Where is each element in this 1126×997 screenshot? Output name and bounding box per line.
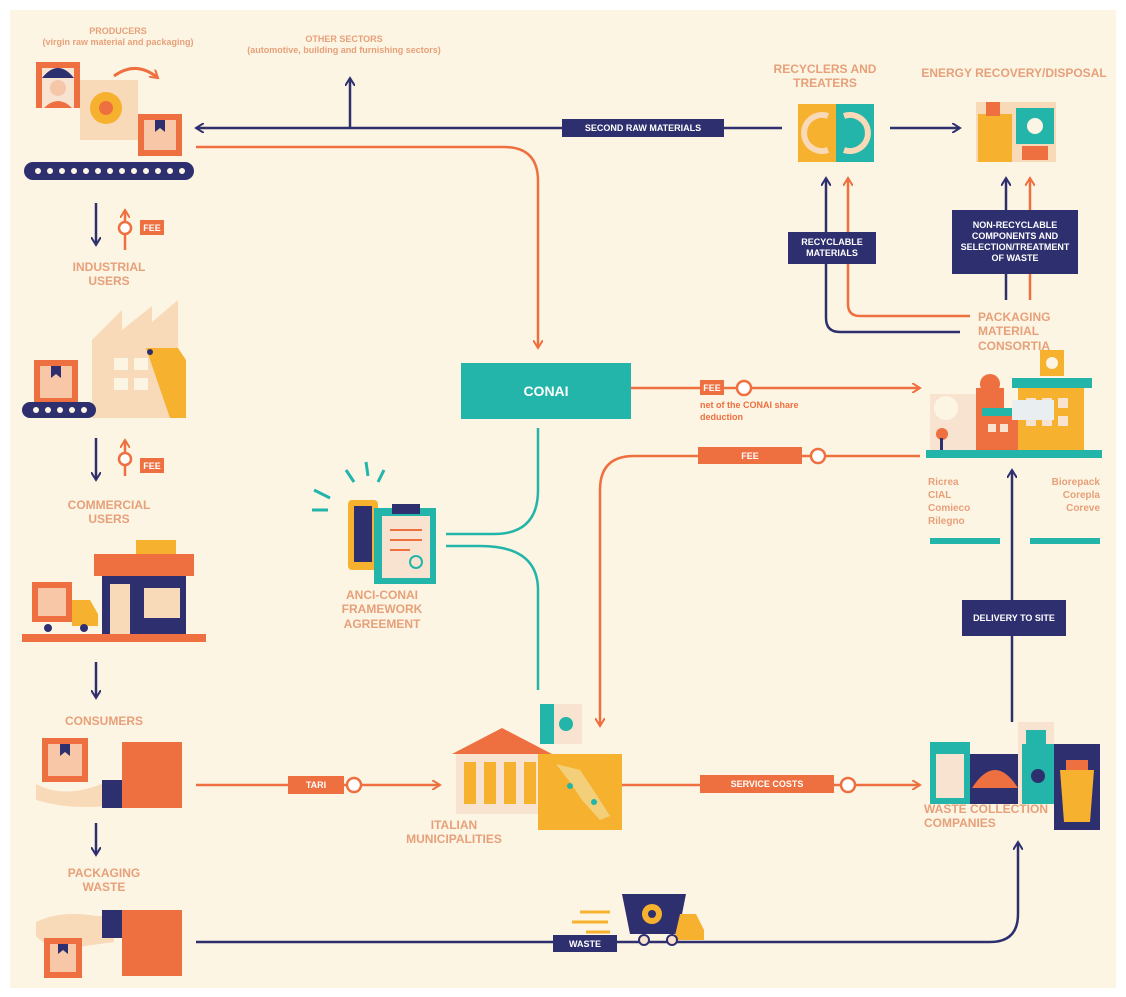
conai-box: CONAI: [461, 363, 631, 419]
municipality-icon: [452, 704, 622, 830]
fee-tag-commercial: FEE: [140, 458, 164, 473]
coin-icon: [345, 776, 363, 794]
coin-icon: [117, 451, 133, 467]
recyclers-label: RECYCLERS AND TREATERS: [773, 62, 877, 91]
other-sectors-title: OTHER SECTORS: [305, 34, 383, 44]
consortia-to-municipalities-arrow: [600, 454, 920, 726]
teal-flows: [446, 428, 540, 690]
delivery-to-site-tag: DELIVERY TO SITE: [962, 600, 1066, 636]
orange-flows: [125, 145, 1030, 785]
producers-subtitle: (virgin raw material and packaging): [42, 36, 194, 47]
waste-flow-arrow: [196, 842, 1018, 944]
diagram-canvas: PRODUCERS (virgin raw material and packa…: [10, 10, 1116, 988]
municipalities-label: ITALIAN MUNICIPALITIES: [406, 818, 502, 847]
packaging-waste-label: PACKAGING WASTE: [67, 866, 141, 895]
waste-collection-label: WASTE COLLECTION COMPANIES: [924, 802, 1048, 831]
industrial-users-label: INDUSTRIAL USERS: [72, 260, 146, 289]
factory-icon: [22, 300, 186, 418]
non-recyclable-tag: NON-RECYCLABLE COMPONENTS AND SELECTION/…: [952, 210, 1078, 274]
truck-icon: [572, 894, 704, 946]
service-costs-tag: SERVICE COSTS: [700, 775, 834, 793]
waste-tag: WASTE: [553, 935, 617, 952]
agreement-icon: [312, 461, 436, 584]
commercial-users-label: COMMERCIAL USERS: [67, 498, 151, 527]
consortia-list-right: Biorepack Corepla Coreve: [1051, 477, 1100, 514]
consortia-list-left: Ricrea CIAL Comieco Rilegno: [928, 477, 971, 527]
coin-icon: [839, 776, 857, 794]
anci-conai-label: ANCI-CONAI FRAMEWORK AGREEMENT: [341, 588, 423, 631]
consumers-label: CONSUMERS: [64, 714, 143, 728]
coin-icons: [117, 220, 857, 794]
shop-icon: [22, 540, 206, 642]
coin-icon: [809, 447, 827, 465]
consortia-to-recyclers-navy: [826, 178, 960, 334]
producers-to-conai-arrow: [196, 145, 538, 348]
diagram-graphics: [22, 62, 1102, 978]
energy-recovery-icon: [976, 102, 1056, 162]
producers-title: PRODUCERS: [89, 26, 147, 36]
fee-tag-industrial: FEE: [140, 220, 164, 235]
consumers-icon: [36, 738, 182, 808]
waste-bins-icon: [930, 722, 1100, 830]
other-sectors-label: OTHER SECTORS (automotive, building and …: [224, 34, 464, 56]
agreement-to-municipalities: [446, 544, 540, 690]
fee-tag-conai: FEE: [700, 380, 724, 395]
coin-icon: [117, 220, 133, 236]
producers-icon: [24, 62, 194, 180]
fee-note: net of the CONAI share deduction: [700, 400, 799, 422]
recycling-icon: [798, 104, 874, 162]
second-raw-materials-tag: SECOND RAW MATERIALS: [562, 119, 724, 137]
recyclable-materials-tag: RECYCLABLE MATERIALS: [788, 232, 876, 264]
other-sectors-subtitle: (automotive, building and furnishing sec…: [247, 44, 441, 55]
packaging-waste-icon: [36, 910, 182, 978]
producers-label: PRODUCERS (virgin raw material and packa…: [18, 26, 218, 48]
energy-recovery-label: ENERGY RECOVERY/DISPOSAL: [921, 66, 1107, 80]
tari-tag: TARI: [288, 776, 344, 794]
coin-icon: [735, 379, 753, 397]
fee-tag-consortia: FEE: [698, 447, 802, 464]
consortia-city-icon: [926, 350, 1102, 544]
consortia-to-recyclers-orange: [848, 178, 970, 318]
conai-to-agreement: [446, 428, 540, 536]
packaging-consortia-label: PACKAGING MATERIAL CONSORTIA: [978, 310, 1051, 353]
